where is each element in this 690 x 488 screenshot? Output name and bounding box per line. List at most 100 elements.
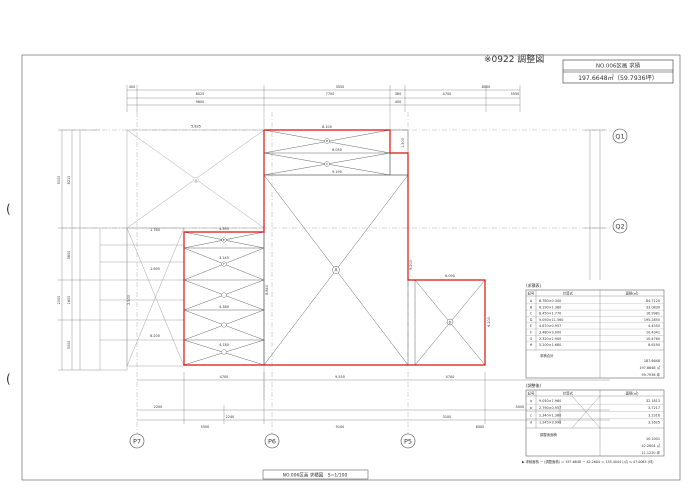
area-mark-e: E [223, 238, 225, 242]
table1-row-area: 8.6190 [648, 343, 660, 347]
table1-row-formula: 3.480×3.000 [539, 331, 561, 335]
plan-dim-8: 4.780 [219, 343, 229, 347]
table2-row-formula: 1.245×3.990 [539, 421, 561, 425]
left-dimension-lines [58, 129, 100, 371]
plan-dim-g: 5.835 [191, 125, 201, 129]
bottom-dim-3: 2200 [154, 405, 163, 409]
table2-sum-3: 11.1220 坪 [642, 450, 661, 455]
table1-row-area: 16.9981 [646, 312, 660, 316]
grid-label-p7: P7 [133, 438, 141, 446]
left-dim-5: 1600 [67, 296, 71, 305]
plan-dim-10: 1.765 [150, 228, 160, 232]
bottom-dimension-lines [137, 372, 610, 424]
table2-caption: (調整後) [526, 382, 542, 388]
table2-row-mark: b [530, 406, 532, 410]
top-dim-3: 380 [395, 92, 401, 96]
bottom-dim-7: 5500 [201, 425, 210, 429]
block-name: NO.006区画 求積 [596, 62, 641, 70]
table1-row-formula: 2.320×2.900 [539, 337, 561, 341]
table1-row-formula: 8.450×1.770 [539, 312, 561, 316]
table1-row-mark: C [530, 312, 533, 316]
table1-caption: (求積表) [526, 282, 542, 288]
plan-dim-16: 1.500 [401, 138, 405, 148]
table1-row-formula: 5.050×11.560 [539, 318, 563, 322]
table2-header-mark: 記号 [528, 391, 535, 396]
top-dim-10: 400 [395, 100, 401, 104]
plan-dim-13: 6.200 [487, 317, 491, 327]
table2-header-formula: 計算式 [563, 391, 574, 396]
table2-row-formula: 2.790×0.957 [539, 406, 561, 410]
table1-header-mark: 記号 [528, 291, 535, 296]
sheet-title: ※0922 調整図 [484, 53, 544, 65]
left-dim-6: 3000 [67, 341, 71, 350]
table2-sum-label: 調整後面積 [540, 432, 558, 437]
adjusted-area-outline [183, 129, 486, 366]
table2-row-area: 3.1625 [648, 421, 660, 425]
top-dim-8: 5550 [511, 92, 520, 96]
left-dim-3: 3800 [67, 251, 71, 260]
table1-row-mark: D [530, 318, 533, 322]
table1-sum-label: 求積合計 [540, 353, 554, 358]
bottom-dim-8: 9100 [336, 425, 345, 429]
area-mark-a: A [335, 268, 338, 273]
table1-row-mark: B [530, 305, 533, 309]
plan-dim-1: 8.100 [322, 125, 332, 129]
table1-row-mark: F [530, 331, 532, 335]
plan-dim-17: 2.500 [127, 295, 131, 305]
right-dimension-lines [585, 129, 605, 280]
table1-row-area: 84.7120 [646, 299, 660, 303]
table1-row-area: 195.2850 [644, 318, 660, 322]
bottom-dim-9: 6000 [476, 425, 485, 429]
bottom-dim-6: 5000 [516, 405, 525, 409]
top-dimension-lines [126, 85, 521, 112]
table2-row-mark: d [530, 421, 532, 425]
table1-row-formula: 4.670×0.957 [539, 324, 561, 328]
table2-row-area: 3.7217 [648, 406, 660, 410]
bottom-dim-4: 2240 [226, 415, 235, 419]
table2-row-formula: 2.340×1.380 [539, 413, 561, 417]
grid-markers: P7 P6 P5 Q1 Q2 [129, 128, 628, 449]
table1-header-area: 面積(㎡) [626, 291, 639, 296]
table1-sum-3: 59.7936 坪 [642, 372, 661, 377]
plan-dim-2: 6.050 [332, 148, 342, 152]
left-dim-2: 8210 [67, 176, 71, 185]
footnote: ▶ 求積面積 ー (調整面積) ＝ 197.6648 ー 42.2604 ＝ 1… [522, 459, 654, 464]
footer-title: NO.006区画 求積図 S=1/100 [283, 472, 348, 479]
top-dim-2: 3550 [336, 85, 345, 89]
top-dim-6: 8025 [196, 92, 205, 96]
binding-mark: ( [6, 372, 11, 386]
plan-dim-11: 1.695 [150, 267, 160, 271]
left-dim-4: 2000 [57, 296, 61, 305]
plan-dim-6: 3.245 [219, 256, 229, 260]
grid-label-p5: P5 [404, 438, 412, 446]
grid-label-p6: P6 [268, 438, 276, 446]
left-dim-1: 5000 [57, 176, 61, 185]
bottom-dim-5: 3100 [443, 415, 452, 419]
table1-row-area: 10.4341 [646, 331, 660, 335]
table1-row-mark: E [530, 324, 532, 328]
top-dim-1: 400 [129, 85, 135, 89]
plan-dim-9: 6.090 [445, 274, 455, 278]
table2-header-area: 面積(㎡) [626, 391, 639, 396]
table1-row-formula: 5.200×1.680 [539, 343, 561, 347]
table1-sum-1: 187.6648 [644, 359, 660, 363]
plan-dim-5: 4.395 [219, 227, 229, 231]
table1-row-formula: 6.190×1.380 [539, 305, 561, 309]
plan-dim-15: 8.840 [265, 285, 269, 295]
table1-row-area: 33.0830 [646, 305, 660, 309]
area-marker [221, 292, 227, 298]
table2-row-mark: a [530, 399, 532, 403]
plan-area-markers: A D B C E F [221, 138, 454, 355]
grid-label-q1: Q1 [615, 133, 624, 141]
plan-dim-3: 9.190 [332, 170, 342, 174]
table1-row-mark: A [530, 299, 533, 303]
table2-row-area: 32.1813 [646, 399, 660, 403]
table1-row-mark: H [530, 343, 533, 347]
plan-dim-14: 9.200 [409, 260, 413, 270]
area-marker [221, 349, 227, 355]
top-dim-7: 7700 [326, 92, 335, 96]
